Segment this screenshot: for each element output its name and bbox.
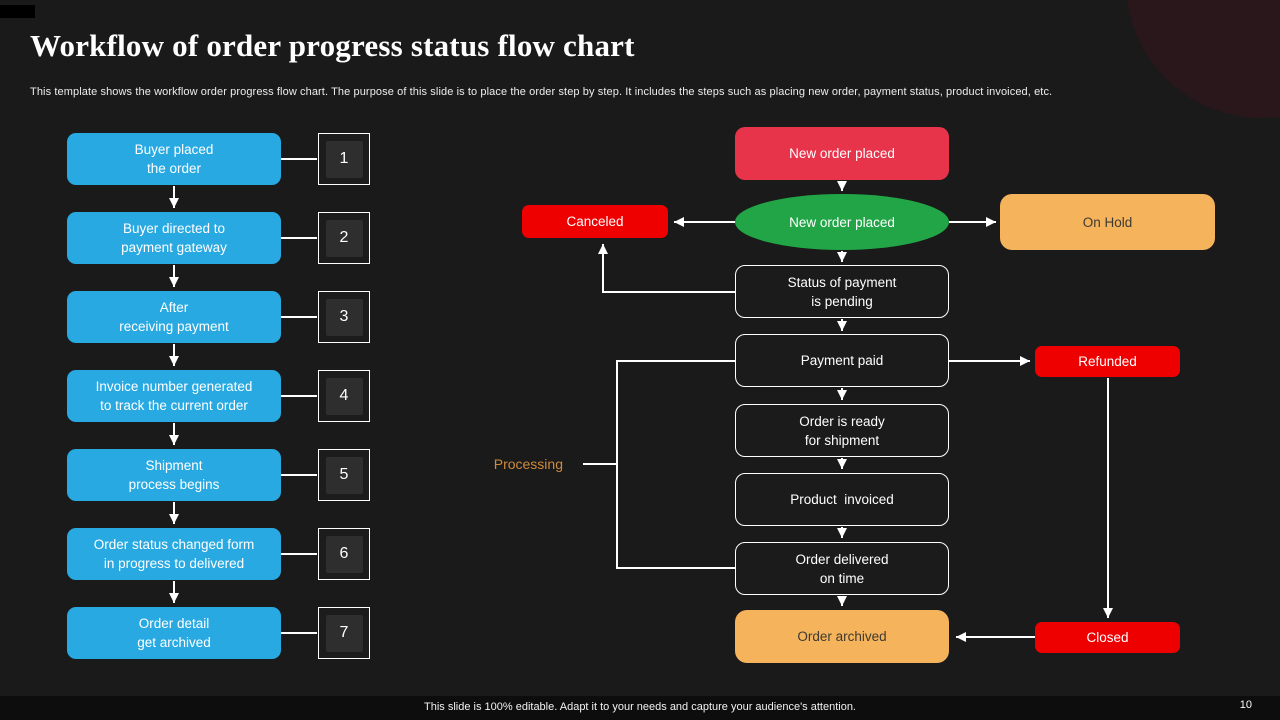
node-order-archived: Order archived bbox=[735, 610, 949, 663]
left-step-box-2: Buyer directed to payment gateway bbox=[67, 212, 281, 264]
left-step-box-6: Order status changed form in progress to… bbox=[67, 528, 281, 580]
node-canceled: Canceled bbox=[522, 205, 668, 238]
left-step-box-5: Shipment process begins bbox=[67, 449, 281, 501]
left-step-box-4: Invoice number generated to track the cu… bbox=[67, 370, 281, 422]
slide-subtitle: This template shows the workflow order p… bbox=[30, 86, 1053, 98]
left-step-box-3: After receiving payment bbox=[67, 291, 281, 343]
top-left-tab bbox=[0, 5, 35, 18]
left-step-number-box-7: 7 bbox=[318, 607, 370, 659]
page-title: Workflow of order progress status flow c… bbox=[30, 28, 635, 63]
left-step-number-5: 5 bbox=[325, 456, 363, 494]
node-on-hold: On Hold bbox=[1000, 194, 1215, 250]
node-order-delivered: Order delivered on time bbox=[735, 542, 949, 595]
left-step-box-7: Order detail get archived bbox=[67, 607, 281, 659]
page-number: 10 bbox=[1239, 699, 1252, 711]
left-step-number-3: 3 bbox=[325, 298, 363, 336]
node-refunded: Refunded bbox=[1035, 346, 1180, 377]
footer-bar bbox=[0, 696, 1280, 720]
processing-label: Processing bbox=[493, 456, 563, 472]
node-new-order-decision: New order placed bbox=[735, 194, 949, 250]
left-step-number-1: 1 bbox=[325, 140, 363, 178]
left-step-number-box-4: 4 bbox=[318, 370, 370, 422]
left-step-number-2: 2 bbox=[325, 219, 363, 257]
left-step-number-box-3: 3 bbox=[318, 291, 370, 343]
node-closed: Closed bbox=[1035, 622, 1180, 653]
node-order-ready: Order is ready for shipment bbox=[735, 404, 949, 457]
left-step-number-box-1: 1 bbox=[318, 133, 370, 185]
node-status-pending: Status of payment is pending bbox=[735, 265, 949, 318]
left-step-number-4: 4 bbox=[325, 377, 363, 415]
node-new-order-placed: New order placed bbox=[735, 127, 949, 180]
node-payment-paid: Payment paid bbox=[735, 334, 949, 387]
footer-note: This slide is 100% editable. Adapt it to… bbox=[424, 701, 856, 713]
left-step-number-box-5: 5 bbox=[318, 449, 370, 501]
node-product-invoiced: Product invoiced bbox=[735, 473, 949, 526]
left-step-number-box-2: 2 bbox=[318, 212, 370, 264]
left-step-number-6: 6 bbox=[325, 535, 363, 573]
left-step-number-box-6: 6 bbox=[318, 528, 370, 580]
left-step-number-7: 7 bbox=[325, 614, 363, 652]
left-step-box-1: Buyer placed the order bbox=[67, 133, 281, 185]
